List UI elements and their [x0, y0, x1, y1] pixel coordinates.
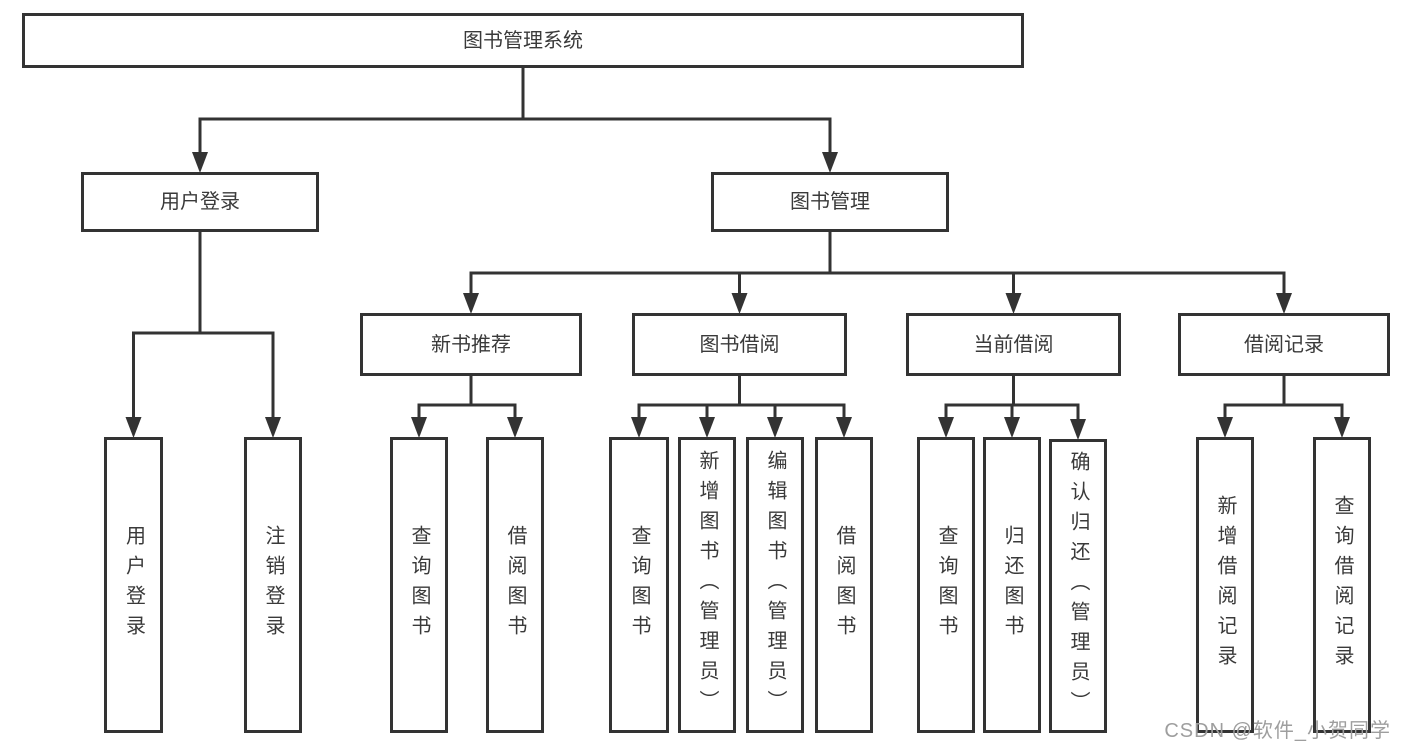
- node-label: 借阅记录: [1244, 333, 1324, 356]
- arrowhead-icon: [731, 293, 748, 314]
- arrowhead-icon: [1005, 293, 1022, 314]
- arrowhead-icon: [1070, 419, 1086, 440]
- watermark: CSDN @软件_小贺同学: [1164, 720, 1391, 742]
- node-system: 图书管理系统: [22, 13, 1024, 68]
- node-borrow-records: 借阅记录: [1178, 313, 1390, 376]
- arrowhead-icon: [699, 417, 715, 438]
- arrowhead-icon: [938, 417, 954, 438]
- node-label: 图书借阅: [699, 333, 780, 356]
- arrowhead-icon: [125, 417, 142, 438]
- node-label: 新增借阅记录: [1214, 495, 1236, 675]
- node-label: 新增图书（管理员）: [696, 450, 718, 720]
- node-nbr-borrow: 借阅图书: [486, 437, 544, 733]
- node-label: 查询图书: [935, 525, 957, 645]
- node-br-query: 查询借阅记录: [1313, 437, 1371, 733]
- arrowhead-icon: [1276, 293, 1292, 314]
- node-label: 查询借阅记录: [1331, 495, 1353, 675]
- node-current-borrow: 当前借阅: [906, 313, 1121, 376]
- node-login: 用户登录: [104, 437, 163, 733]
- node-label: 注销登录: [262, 525, 284, 645]
- arrowhead-icon: [1217, 417, 1233, 438]
- arrowhead-icon: [265, 417, 281, 438]
- node-user-login: 用户登录: [81, 172, 319, 232]
- node-label: 用户登录: [160, 191, 240, 213]
- node-label: 编辑图书（管理员）: [764, 450, 786, 720]
- node-label: 借阅图书: [504, 525, 526, 645]
- node-book-borrow: 图书借阅: [632, 313, 847, 376]
- node-cb-return: 归还图书: [983, 437, 1041, 733]
- node-cb-confirm: 确认归还（管理员）: [1049, 439, 1107, 733]
- arrowhead-icon: [836, 417, 852, 438]
- node-bb-query: 查询图书: [609, 437, 669, 733]
- arrowhead-icon: [822, 152, 838, 173]
- node-label: 确认归还（管理员）: [1067, 451, 1089, 721]
- node-logout: 注销登录: [244, 437, 302, 733]
- arrowhead-icon: [767, 417, 783, 438]
- node-bb-borrow: 借阅图书: [815, 437, 873, 733]
- node-cb-query: 查询图书: [917, 437, 975, 733]
- node-br-add: 新增借阅记录: [1196, 437, 1254, 733]
- arrowhead-icon: [192, 152, 208, 173]
- node-label: 当前借阅: [973, 333, 1054, 356]
- node-bb-add: 新增图书（管理员）: [678, 437, 736, 733]
- node-new-book-recommend: 新书推荐: [360, 313, 582, 376]
- arrowhead-icon: [1004, 417, 1020, 438]
- arrowhead-icon: [463, 293, 479, 314]
- arrowhead-icon: [631, 417, 647, 438]
- node-nbr-query: 查询图书: [390, 437, 448, 733]
- arrowhead-icon: [411, 417, 427, 438]
- arrowhead-icon: [507, 417, 523, 438]
- arrowhead-icon: [1334, 417, 1350, 438]
- node-label: 图书管理: [790, 191, 870, 213]
- node-label: 查询图书: [628, 525, 650, 645]
- node-label: 归还图书: [1001, 525, 1023, 645]
- node-label: 新书推荐: [431, 333, 511, 356]
- node-bb-edit: 编辑图书（管理员）: [746, 437, 804, 733]
- node-label: 借阅图书: [833, 525, 855, 645]
- node-book-mgmt: 图书管理: [711, 172, 949, 232]
- node-label: 图书管理系统: [463, 29, 583, 52]
- node-label: 用户登录: [122, 525, 145, 645]
- node-label: 查询图书: [408, 525, 430, 645]
